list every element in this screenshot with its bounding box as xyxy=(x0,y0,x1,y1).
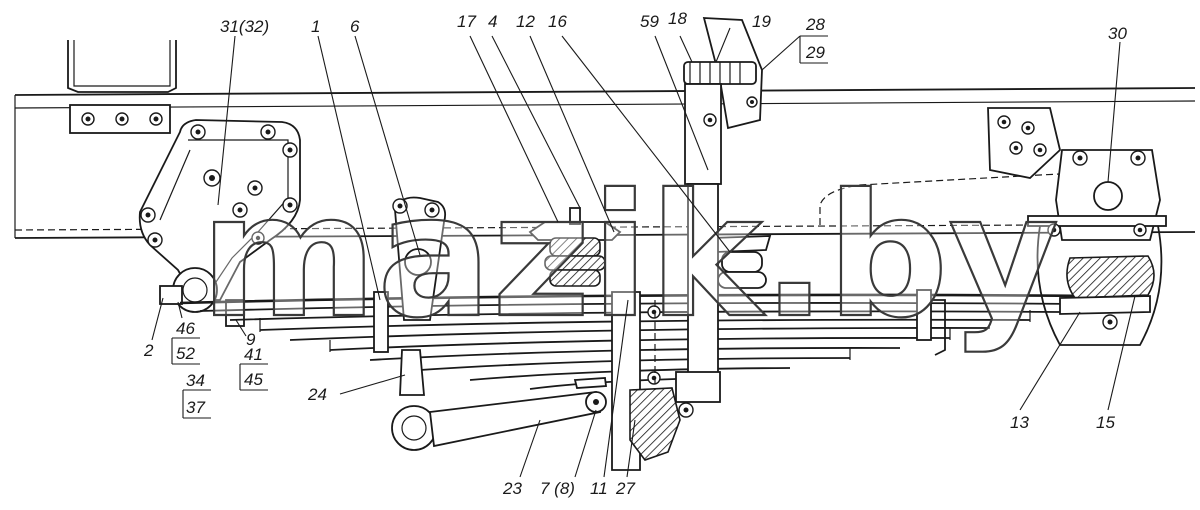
callout-6: 6 xyxy=(350,17,360,36)
callout-45: 45 xyxy=(244,370,263,389)
callout-1: 1 xyxy=(311,17,320,36)
watermark: mazik.by xyxy=(200,158,1059,356)
callout-28: 28 xyxy=(805,15,825,34)
callout-9: 9 xyxy=(246,330,256,349)
callout-24: 24 xyxy=(307,385,327,404)
rear-spring-bracket xyxy=(987,107,1167,346)
callout-30: 30 xyxy=(1108,24,1127,43)
callout-4: 4 xyxy=(488,12,497,31)
shackle-link xyxy=(392,196,447,396)
bracket-bolts xyxy=(140,124,298,248)
callout-18: 18 xyxy=(668,9,687,28)
callout-labels: 31(32) 1 6 17 4 12 16 59 18 19 28 29 30 … xyxy=(143,9,1127,498)
callout-2: 2 xyxy=(143,341,154,360)
reaction-rod xyxy=(391,391,607,451)
callout-23: 23 xyxy=(502,479,522,498)
callout-27: 27 xyxy=(615,479,635,498)
callout-41: 41 xyxy=(244,345,263,364)
bolt-heads-row xyxy=(81,112,163,126)
callout-16: 16 xyxy=(548,12,567,31)
callout-37: 37 xyxy=(186,398,205,417)
callout-boxes xyxy=(171,35,828,419)
spring-clamps xyxy=(373,289,946,356)
front-spring-bracket xyxy=(138,119,301,327)
callout-31-32: 31(32) xyxy=(220,17,269,36)
callout-11: 11 xyxy=(590,479,608,498)
shock-absorber xyxy=(683,17,763,375)
callout-59: 59 xyxy=(640,12,659,31)
callout-46: 46 xyxy=(176,319,195,338)
leader-lines xyxy=(151,27,1136,478)
callout-19: 19 xyxy=(752,12,771,31)
callout-12: 12 xyxy=(516,12,535,31)
axle-mount xyxy=(573,291,721,471)
callout-17: 17 xyxy=(457,12,476,31)
callout-52: 52 xyxy=(176,344,195,363)
callout-29: 29 xyxy=(805,43,825,62)
body-mounting-bracket xyxy=(67,40,177,134)
callout-34: 34 xyxy=(186,371,205,390)
callout-13: 13 xyxy=(1010,413,1029,432)
callout-15: 15 xyxy=(1096,413,1115,432)
callout-7-8: 7 (8) xyxy=(540,479,575,498)
